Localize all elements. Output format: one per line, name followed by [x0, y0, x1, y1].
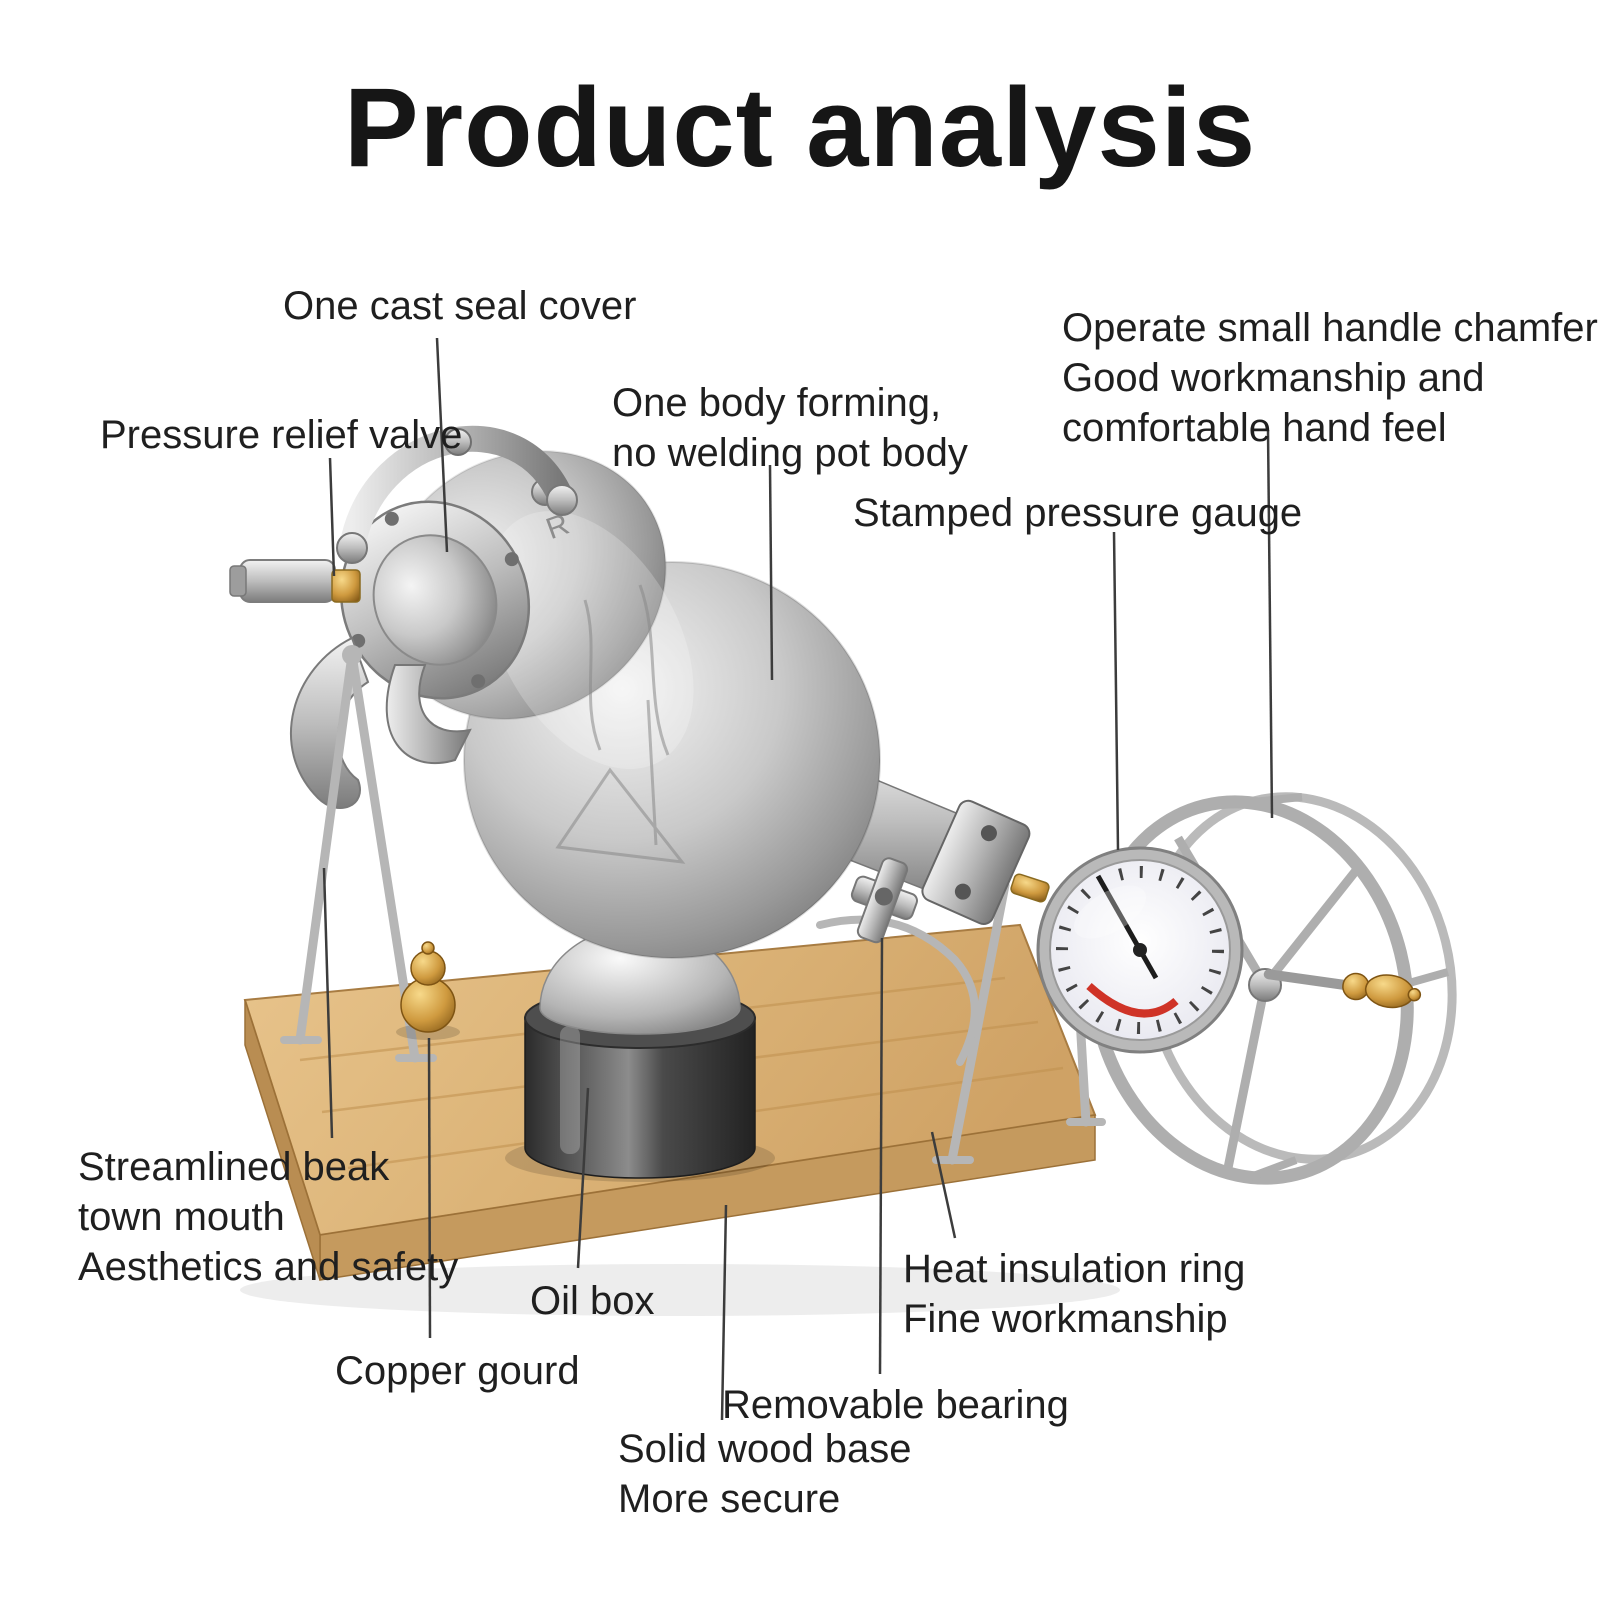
leader-heat-insulation [930, 1131, 957, 1239]
removable-bearing [850, 857, 918, 944]
label-pressure-gauge: Stamped pressure gauge [853, 491, 1303, 535]
pressure-gauge [1036, 846, 1244, 1054]
label-solid-wood-base: Solid wood base More secure [618, 1427, 912, 1521]
label-oil-box: Oil box [530, 1279, 655, 1323]
clamp-lever [385, 664, 472, 765]
page-title: Product analysis [343, 65, 1257, 190]
leader-solid-wood-base [720, 1204, 728, 1421]
seal-cover [336, 425, 578, 700]
gauge-needle [1095, 874, 1159, 980]
valve-brass-nut [331, 569, 361, 603]
leader-pressure-gauge [1112, 531, 1120, 851]
floor-shadow [240, 1264, 1120, 1316]
brass-nipple [1010, 873, 1050, 903]
leader-body-forming [768, 464, 774, 681]
label-seal-cover: One cast seal cover [283, 284, 637, 328]
crank-handle [1263, 969, 1422, 1009]
leader-handle-chamfer [1266, 429, 1274, 819]
pressure-relief-valve [229, 559, 361, 603]
label-removable-bearing: Removable bearing [722, 1383, 1069, 1427]
label-handle-chamfer: Operate small handle chamfer Good workma… [1062, 306, 1598, 450]
arch-knob [444, 428, 472, 456]
pot-engraving [555, 584, 686, 864]
label-heat-insulation: Heat insulation ring Fine workmanship [903, 1247, 1246, 1341]
gauge-red-arc [1086, 983, 1179, 1018]
leader-lines [322, 337, 1274, 1421]
leader-copper-gourd [427, 1037, 432, 1339]
label-copper-gourd: Copper gourd [335, 1349, 580, 1393]
coupling [921, 799, 1031, 925]
copper-gourd [396, 941, 460, 1040]
leader-seal-cover [435, 337, 449, 553]
gauge-ticks [1056, 866, 1224, 1034]
label-body-forming: One body forming, no welding pot body [612, 381, 968, 475]
label-pressure-relief-valve: Pressure relief valve [100, 413, 463, 457]
leader-removable-bearing [878, 937, 884, 1375]
gauge-glare [1073, 885, 1147, 939]
leader-oil-box [576, 1087, 590, 1269]
leader-streamlined-beak [322, 867, 334, 1139]
leader-pressure-relief-valve [328, 457, 336, 577]
label-streamlined-beak: Streamlined beak town mouth Aesthetics a… [78, 1145, 459, 1289]
